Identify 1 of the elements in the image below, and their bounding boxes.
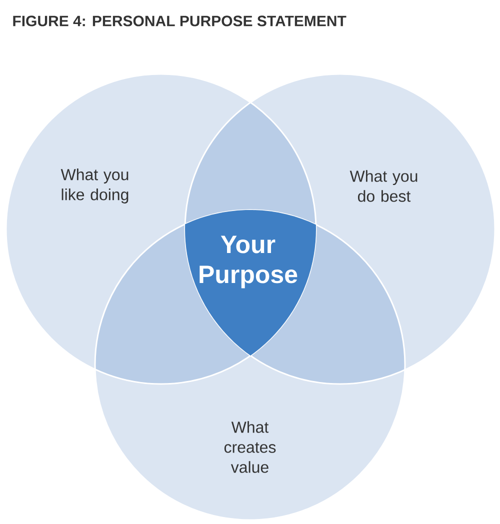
figure-title: FIGURE 4: PERSONAL PURPOSE STATEMENT — [13, 16, 346, 26]
